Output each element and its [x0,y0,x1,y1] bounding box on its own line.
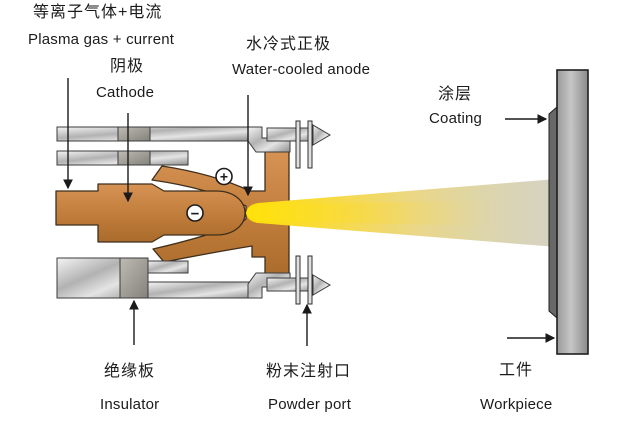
cathode-polarity-symbol: − [186,204,204,223]
cathode-label-cn: 阴极 [110,58,145,75]
bottom-injector-pin-right [307,255,313,305]
anode-label-cn: 水冷式正极 [246,36,332,53]
insulator-label-en: Insulator [100,396,160,413]
top-plate-upper [56,126,249,142]
powder-port-label-en: Powder port [268,396,352,413]
coating-layer [548,105,558,320]
plus-sign: + [220,169,228,185]
bottom-injector-pin-left [295,255,301,305]
top-injector-pin-left [295,120,301,169]
workpiece-label-cn: 工件 [499,362,534,379]
top-plate-upper-segment [117,126,151,142]
top-injector-tip [312,124,331,146]
minus-sign: − [191,206,200,223]
coating-label-cn: 涂层 [438,86,473,103]
top-plate-lower-segment [117,150,151,166]
workpiece-plate [556,69,589,355]
bottom-injector-bar [266,277,314,292]
plasma-gas-label-cn: 等离子气体+电流 [33,4,163,21]
insulator-label-cn: 绝缘板 [104,363,156,380]
cathode-label-en: Cathode [96,84,155,101]
workpiece-label-en: Workpiece [480,396,553,413]
bottom-plate-upper [147,260,189,274]
bottom-injector-tip [312,274,331,296]
plasma-gas-label-en: Plasma gas + current [28,31,175,48]
anode-polarity-symbol: + [215,167,233,186]
powder-port-label-cn: 粉末注射口 [266,363,352,380]
coating-label-en: Coating [429,110,483,127]
bottom-plate-lower [147,281,257,299]
top-injector-pin-right [307,120,313,169]
plasma-flame-core [246,200,490,226]
top-injector-bar [266,127,314,142]
insulator-segment [119,257,149,299]
cathode-body [55,183,246,243]
anode-label-en: Water-cooled anode [232,61,371,78]
